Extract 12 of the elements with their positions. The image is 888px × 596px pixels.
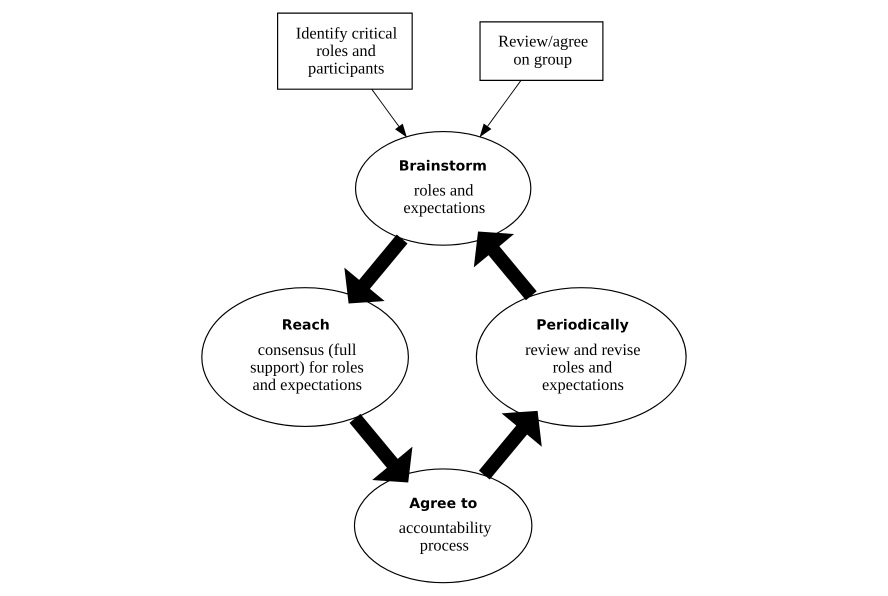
arrow bbox=[371, 88, 407, 138]
arrow bbox=[478, 410, 542, 480]
arrow bbox=[344, 234, 408, 304]
node-box: Identify critical roles and participants bbox=[277, 12, 413, 90]
arrow bbox=[474, 232, 537, 300]
arrow bbox=[350, 414, 412, 483]
node-ellipse: Periodically review and revise roles and expectations bbox=[476, 287, 687, 428]
node-box: Review/agree on group bbox=[479, 21, 604, 81]
arrow bbox=[480, 80, 522, 138]
node-ellipse: Agree to accountability process bbox=[354, 468, 532, 584]
node-ellipse: Reach consensus (full support) for roles and expectations bbox=[201, 287, 409, 428]
node-ellipse: Brainstorm roles and expectations bbox=[354, 130, 532, 246]
